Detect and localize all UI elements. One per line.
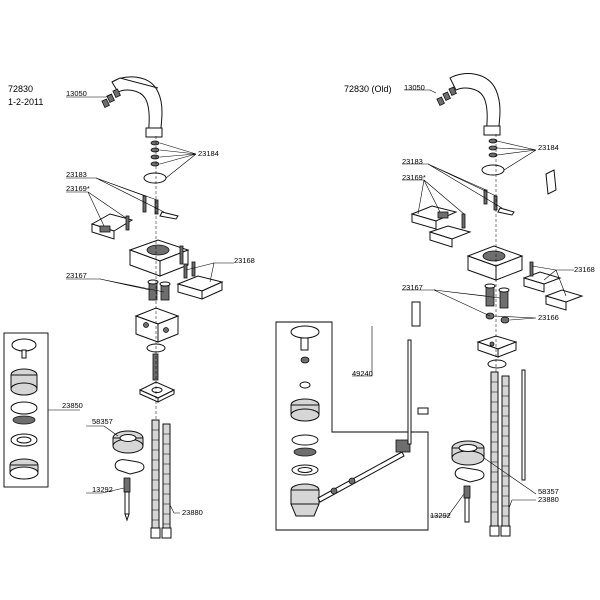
right-orings-23184	[481, 138, 505, 176]
left-revision-date: 1-2-2011	[8, 97, 43, 107]
right-label-58357: 58357	[538, 487, 559, 496]
left-hoses-23880	[150, 419, 172, 539]
left-model-number: 72830	[8, 84, 33, 94]
left-label-13292: 13292	[92, 485, 113, 494]
right-label-23184: 23184	[538, 143, 559, 152]
left-label-23880: 23880	[182, 508, 203, 517]
right-diagram: 72830 (Old)	[275, 73, 595, 537]
right-cartridges-23167	[484, 283, 510, 309]
left-spout	[101, 76, 163, 138]
right-lift-rod	[521, 369, 526, 481]
right-nut-58357	[451, 440, 485, 466]
right-label-13050: 13050	[404, 83, 425, 92]
right-label-23166: 23166	[538, 313, 559, 322]
left-label-23167: 23167	[66, 271, 87, 280]
left-label-13050: 13050	[66, 89, 87, 98]
left-part-23168	[176, 261, 224, 300]
left-diagram: 72830 1-2-2011	[3, 76, 255, 539]
right-handle-23169	[410, 205, 472, 248]
right-part-23168	[522, 261, 584, 311]
left-base-block	[128, 239, 190, 277]
right-spout	[436, 73, 501, 136]
left-label-23183: 23183	[66, 170, 87, 179]
left-clip	[114, 459, 145, 475]
right-valve-body	[476, 335, 518, 358]
right-label-23167: 23167	[402, 283, 423, 292]
right-base-block	[466, 245, 524, 281]
right-gasket	[487, 359, 507, 369]
left-orings-23184	[143, 140, 167, 184]
left-valve-body	[134, 307, 180, 343]
left-cartridges-23167	[147, 279, 171, 301]
right-hoses-23880	[489, 371, 511, 537]
left-screws-23183	[142, 195, 179, 220]
right-clip	[454, 467, 485, 483]
right-label-23169: 23169*	[402, 173, 426, 182]
right-drain-assembly-49240	[275, 301, 429, 531]
left-shank	[152, 353, 159, 381]
right-label-23168: 23168	[574, 265, 595, 274]
left-mount-plate	[138, 381, 176, 403]
right-screws-23183	[483, 189, 515, 216]
right-handle-lever	[545, 169, 557, 195]
left-handle-23169	[90, 213, 134, 240]
right-label-49240: 49240	[352, 369, 373, 378]
left-label-23184: 23184	[198, 149, 219, 158]
right-label-23183: 23183	[402, 157, 423, 166]
left-label-23168: 23168	[234, 256, 255, 265]
left-label-58357: 58357	[92, 417, 113, 426]
left-nut-58357	[112, 430, 144, 454]
right-part-23166	[485, 312, 510, 324]
right-label-23880: 23880	[538, 495, 559, 504]
left-drain-assembly-23850	[3, 332, 80, 488]
right-label-13292: 13292	[430, 511, 451, 520]
right-model-number: 72830 (Old)	[344, 84, 392, 94]
left-label-23169: 23169*	[66, 184, 90, 193]
right-stud-13292	[463, 485, 471, 523]
left-label-23850: 23850	[62, 401, 83, 410]
left-stud-13292	[123, 477, 131, 522]
